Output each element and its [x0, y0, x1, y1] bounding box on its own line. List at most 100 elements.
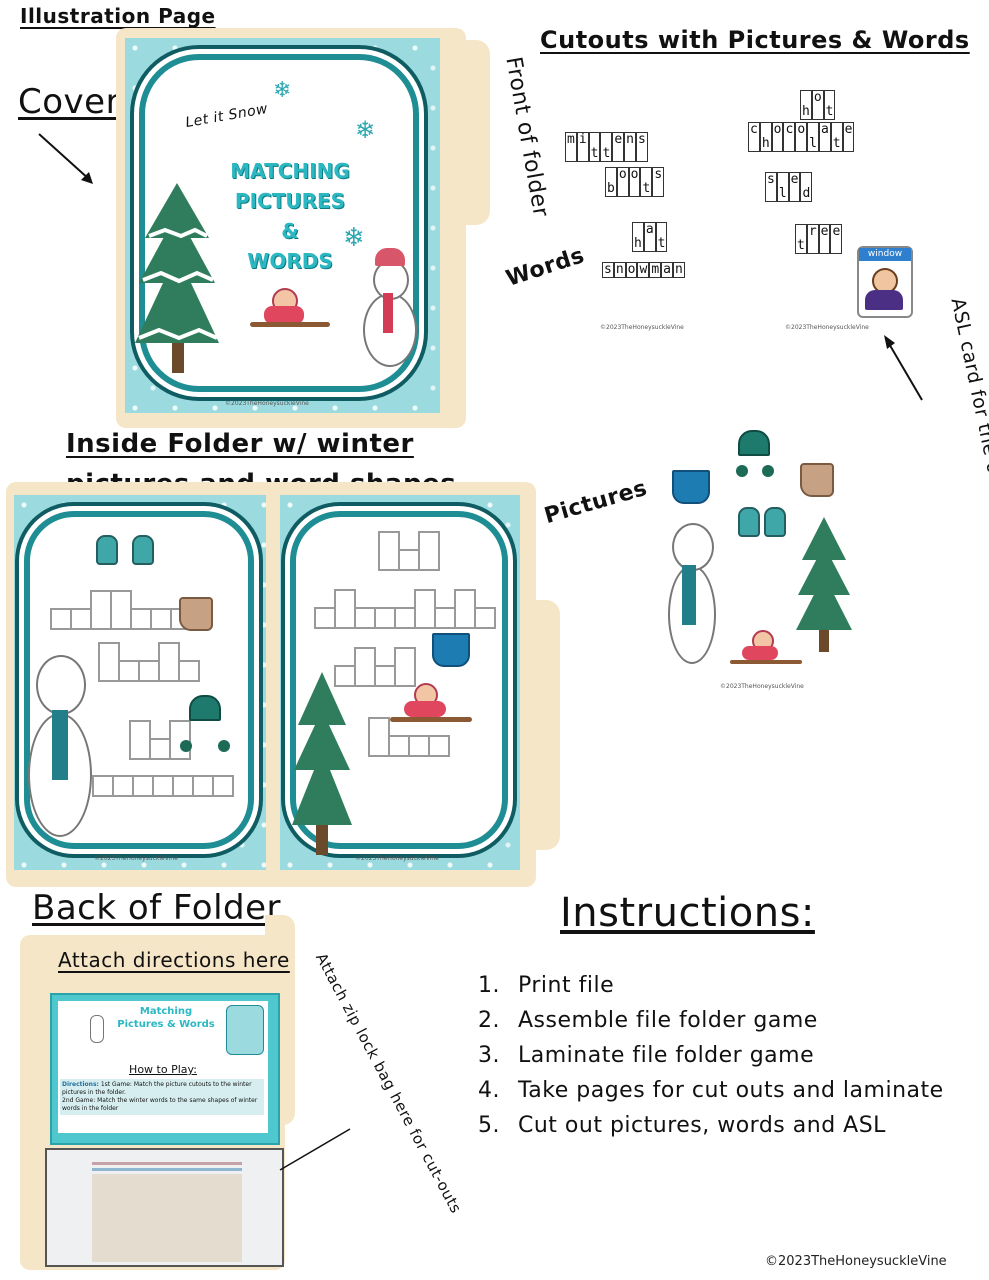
instruction-number: 1.	[478, 973, 500, 998]
letter-tile: t	[795, 224, 807, 254]
cover-label: Cover	[18, 82, 121, 122]
attach-zip-note: Attach zip lock bag here for cut-outs	[312, 950, 466, 1217]
instruction-number: 2.	[478, 1008, 500, 1033]
how-to-play-heading: How to Play:	[129, 1063, 197, 1076]
scarf-icon	[682, 565, 696, 625]
letter-tile: n	[672, 262, 685, 278]
letter-tile: e	[842, 122, 855, 152]
letter-tile: e	[830, 224, 843, 254]
cover-page: Let it Snow ❄ ❄ ❄ MATCHING PICTURES & WO…	[125, 38, 440, 413]
instruction-item: 4. Take pages for cut outs and laminate	[478, 1073, 944, 1108]
instruction-item: 1. Print file	[478, 968, 944, 1003]
instruction-text: Laminate file folder game	[518, 1043, 815, 1068]
letter-tile: a	[661, 262, 673, 278]
cover-title-line: PICTURES	[234, 189, 346, 213]
directions-label: Directions:	[62, 1081, 99, 1088]
inside-folder-tab	[520, 600, 560, 850]
footer-copyright: ©2023TheHoneysuckleVine	[765, 1254, 947, 1269]
letter-tile: n	[624, 132, 636, 162]
inside-right-copyright: ©2023TheHoneysuckleVine	[355, 855, 439, 862]
letter-tile: t	[600, 132, 613, 162]
scarf-icon	[383, 293, 393, 333]
pompom-icon	[736, 465, 748, 477]
letter-tile: t	[655, 222, 668, 252]
directions-card: Matching Pictures & Words How to Play: D…	[50, 993, 280, 1145]
word-shape-hot	[378, 531, 440, 571]
instructions-list: 1. Print file 2. Assemble file folder game…	[478, 968, 944, 1143]
letter-tile: d	[800, 172, 813, 202]
letter-tile: o	[811, 90, 824, 120]
word-cutout-chocolate: c h o c o l a t e	[748, 122, 855, 152]
letter-tile: l	[807, 122, 819, 152]
letter-tile: o	[616, 167, 629, 197]
asl-card-word: window	[859, 248, 911, 261]
signing-person-body-icon	[865, 290, 903, 310]
hot-chocolate-icon	[672, 470, 710, 504]
word-cutout-hot: h o t	[800, 90, 836, 120]
letter-tile: h	[632, 222, 644, 252]
letter-tile: e	[612, 132, 625, 162]
cover-arrow-icon	[38, 133, 93, 184]
mitten-icon	[96, 535, 118, 565]
attach-directions-label: Attach directions here	[58, 948, 290, 972]
pine-tree-icon	[292, 672, 352, 855]
directions-snowman-icon	[90, 1015, 104, 1043]
cover-folder-tab	[440, 40, 490, 225]
pictures-cutout-sheet: ©2023TheHoneysuckleVine	[660, 415, 860, 695]
letter-tile: m	[649, 262, 662, 278]
letter-tile: o	[771, 122, 784, 152]
zip-bag-pointer-line	[279, 1128, 351, 1171]
hat-icon	[738, 430, 770, 456]
directions-title-line: Matching	[139, 1006, 193, 1017]
word-shape-sled	[334, 647, 416, 687]
word-shape-snowman	[92, 775, 234, 797]
page-title: Illustration Page	[20, 4, 216, 28]
letter-tile: m	[565, 132, 577, 162]
words-sheet-copyright: ©2023TheHoneysuckleVine	[785, 324, 869, 331]
sled-girl-icon	[730, 630, 802, 670]
sled-girl-icon	[390, 683, 472, 727]
boot-icon	[800, 463, 834, 497]
word-cutout-sled: s l e d	[765, 172, 813, 202]
letter-tile: t	[830, 122, 843, 152]
mitten-icon	[764, 507, 786, 537]
instruction-text: Take pages for cut outs and laminate	[518, 1078, 944, 1103]
word-shape-boots	[98, 642, 200, 682]
letter-tile: i	[576, 132, 589, 162]
inside-right-page: ©2023TheHoneysuckleVine	[280, 495, 520, 870]
mitten-icon	[738, 507, 760, 537]
inside-left-page: ©2023TheHoneysuckleVine	[14, 495, 266, 870]
instruction-number: 4.	[478, 1078, 500, 1103]
letter-tile: s	[602, 262, 614, 278]
letter-tile: s	[765, 172, 777, 202]
instruction-text: Assemble file folder game	[518, 1008, 818, 1033]
word-shape-chocolate	[314, 589, 496, 629]
letter-tile: w	[637, 262, 650, 278]
letter-tile: o	[628, 167, 641, 197]
word-shape-hat	[129, 720, 191, 760]
word-cutout-mittens: m i t t e n s	[565, 132, 648, 162]
letter-tile: h	[800, 90, 812, 120]
instruction-item: 5.Cut out pictures, words and ASL	[478, 1108, 944, 1143]
pompom-icon	[180, 740, 192, 752]
letter-tile: a	[818, 122, 831, 152]
hat-icon	[189, 695, 221, 721]
pine-tree-icon	[135, 183, 219, 373]
instructions-title: Instructions:	[560, 890, 815, 936]
sled-girl-icon	[250, 288, 330, 328]
cover-title: MATCHING PICTURES & WORDS	[215, 156, 365, 276]
asl-card: window	[857, 246, 913, 318]
instruction-text: Cut out pictures, words and ASL	[518, 1113, 886, 1138]
letter-tile: h	[759, 122, 772, 152]
asl-note: ASL card for the other game	[946, 296, 989, 577]
word-shape-mittens	[50, 590, 192, 630]
snowman-hat-icon	[375, 248, 405, 266]
directions-card-inner: Matching Pictures & Words How to Play: D…	[58, 1001, 268, 1133]
snowman-head-icon	[36, 655, 86, 715]
letter-tile: n	[613, 262, 626, 278]
instruction-text: Print file	[518, 973, 615, 998]
zip-bag	[45, 1148, 284, 1267]
words-sheet-copyright: ©2023TheHoneysuckleVine	[600, 324, 684, 331]
inside-left-copyright: ©2023TheHoneysuckleVine	[94, 855, 178, 862]
scarf-icon	[52, 710, 68, 780]
